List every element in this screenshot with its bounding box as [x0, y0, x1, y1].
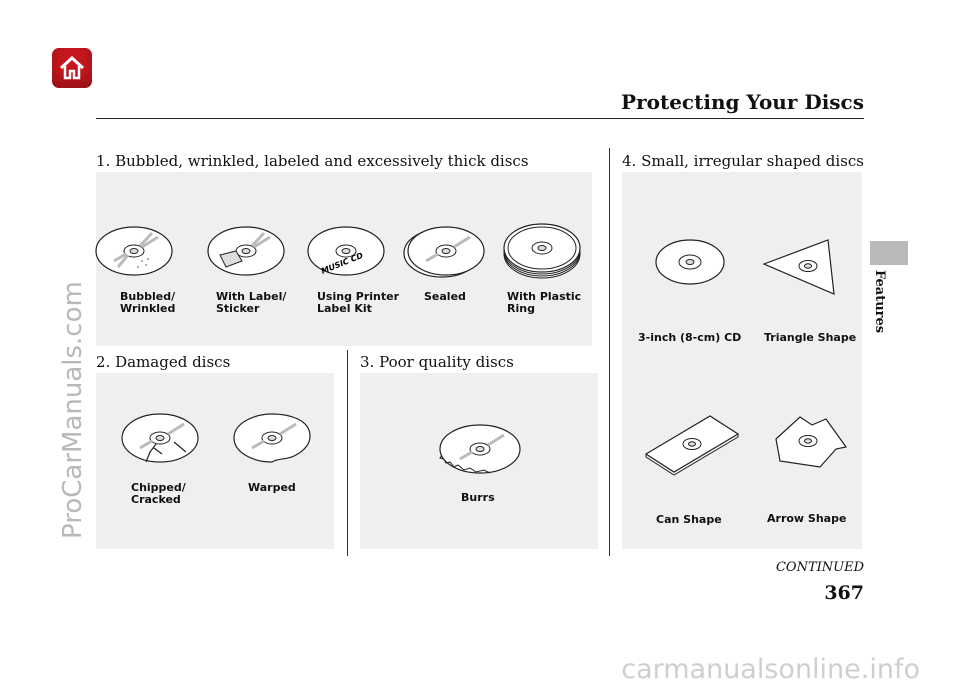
section-1-title: 1. Bubbled, wrinkled, labeled and excess…: [96, 152, 529, 170]
label-bubbled-wrinkled: Bubbled/ Wrinkled: [120, 290, 176, 315]
label-can-shape: Can Shape: [656, 513, 722, 526]
label-chipped-cracked: Chipped/ Cracked: [131, 481, 186, 506]
triangle-disc-illustration: [762, 239, 835, 295]
label-3inch-cd: 3-inch (8-cm) CD: [638, 331, 742, 344]
section-2-title: 2. Damaged discs: [96, 353, 231, 371]
chipped-disc-illustration: [121, 413, 199, 463]
label-plastic-ring: With Plastic Ring: [507, 290, 582, 315]
label-printer-kit: Using Printer Label Kit: [317, 290, 400, 315]
section-4-panel: [622, 172, 862, 549]
column-divider-right: [609, 148, 610, 556]
label-burrs: Burrs: [461, 491, 495, 504]
features-tab-label: Features: [872, 270, 887, 334]
home-button[interactable]: [52, 48, 92, 88]
home-icon: [59, 55, 85, 80]
section-2-panel: [96, 373, 334, 549]
printer-label-disc-illustration: MUSIC CD: [307, 226, 385, 276]
can-shape-disc-illustration: [644, 415, 740, 476]
label-disc-illustration: [207, 226, 285, 276]
sealed-disc-illustration: [403, 226, 485, 278]
bubbled-disc-illustration: [95, 226, 173, 276]
arrow-shape-disc-illustration: [775, 416, 848, 468]
continued-label: CONTINUED: [775, 560, 864, 575]
section-3-title: 3. Poor quality discs: [360, 353, 514, 371]
page-number: 367: [824, 582, 864, 604]
label-triangle-shape: Triangle Shape: [764, 331, 857, 344]
watermark-left: ProCarManuals.com: [58, 281, 88, 539]
label-warped: Warped: [248, 481, 296, 494]
page-title: Protecting Your Discs: [621, 90, 864, 114]
burrs-disc-illustration: [439, 424, 521, 474]
column-divider-left: [347, 350, 348, 556]
small-cd-illustration: [655, 239, 725, 285]
warped-disc-illustration: [233, 413, 311, 463]
section-4-title: 4. Small, irregular shaped discs: [622, 152, 864, 170]
plastic-ring-disc-illustration: [503, 223, 581, 279]
header-divider: [96, 118, 864, 119]
watermark-bottom: carmanualsonline.info: [621, 654, 920, 685]
label-arrow-shape: Arrow Shape: [767, 512, 847, 525]
label-sealed: Sealed: [424, 290, 466, 303]
features-tab-marker: [870, 241, 908, 265]
label-with-sticker: With Label/ Sticker: [216, 290, 287, 315]
